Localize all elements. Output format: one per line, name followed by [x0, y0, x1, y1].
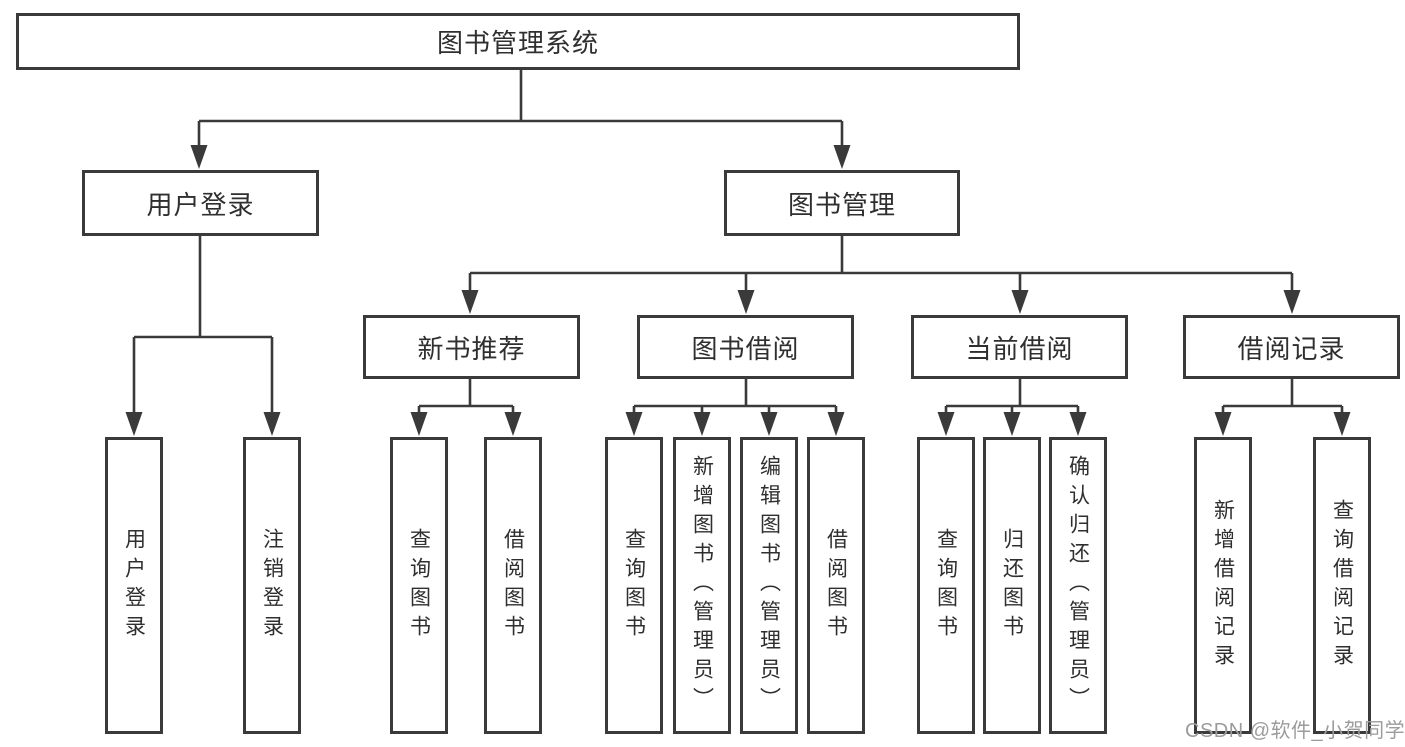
leaf-logout-label: 注销登录 — [260, 527, 284, 644]
node-user-login: 用户登录 — [82, 170, 319, 236]
leaf-bb-borrow-books-label: 借阅图书 — [824, 527, 848, 644]
leaf-logout: 注销登录 — [243, 437, 301, 734]
leaf-br-query-record: 查询借阅记录 — [1313, 437, 1371, 734]
leaf-bb-edit-books: 编辑图书（管理员） — [740, 437, 798, 734]
node-borrow-records: 借阅记录 — [1183, 315, 1400, 379]
leaf-cb-query-books: 查询图书 — [917, 437, 975, 734]
leaf-cb-return-books: 归还图书 — [983, 437, 1041, 734]
leaf-bb-query-books-label: 查询图书 — [622, 527, 646, 644]
leaf-cb-confirm-return-label: 确认归还（管理员） — [1066, 455, 1090, 716]
leaf-bb-add-books-label: 新增图书（管理员） — [690, 455, 714, 716]
leaf-nb-borrow-books: 借阅图书 — [484, 437, 542, 734]
leaf-user-login-label: 用户登录 — [122, 527, 146, 644]
node-book-borrow: 图书借阅 — [637, 315, 854, 379]
leaf-br-add-record-label: 新增借阅记录 — [1211, 498, 1235, 673]
arrowheads — [125, 145, 1351, 436]
leaf-nb-borrow-books-label: 借阅图书 — [501, 527, 525, 644]
leaf-user-login: 用户登录 — [105, 437, 163, 734]
watermark: CSDN @软件_小贺同学 — [1185, 720, 1405, 742]
leaf-cb-confirm-return: 确认归还（管理员） — [1049, 437, 1107, 734]
leaf-nb-query-books: 查询图书 — [390, 437, 448, 734]
leaf-nb-query-books-label: 查询图书 — [407, 527, 431, 644]
leaf-bb-edit-books-label: 编辑图书（管理员） — [757, 455, 781, 716]
leaf-cb-query-books-label: 查询图书 — [934, 527, 958, 644]
node-current-borrow: 当前借阅 — [911, 315, 1128, 379]
node-root: 图书管理系统 — [16, 13, 1020, 70]
leaf-bb-add-books: 新增图书（管理员） — [673, 437, 731, 734]
leaf-bb-borrow-books: 借阅图书 — [807, 437, 865, 734]
leaf-br-add-record: 新增借阅记录 — [1194, 437, 1252, 734]
node-book-management: 图书管理 — [724, 170, 960, 236]
node-new-book-recommend: 新书推荐 — [363, 315, 580, 379]
leaf-br-query-record-label: 查询借阅记录 — [1330, 498, 1354, 673]
leaf-cb-return-books-label: 归还图书 — [1000, 527, 1024, 644]
leaf-bb-query-books: 查询图书 — [605, 437, 663, 734]
